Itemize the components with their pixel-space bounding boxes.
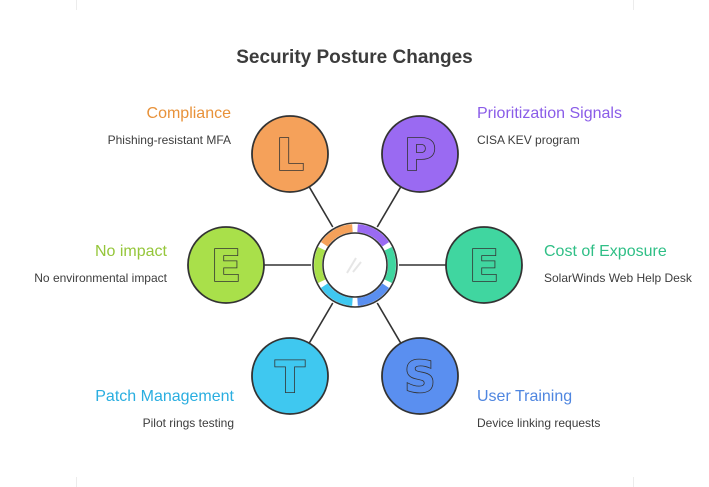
heading-cost-of-exposure: Cost of Exposure: [544, 243, 667, 260]
connector-compliance: [308, 186, 334, 228]
node-prioritization-signals: [381, 115, 459, 193]
heading-no-impact: No impact: [94, 243, 167, 260]
top-left-tick: [76, 0, 77, 10]
hub-segment-cyan: [321, 283, 353, 306]
top-right-tick: [633, 0, 634, 10]
bottom-left-tick: [76, 477, 77, 487]
node-compliance: [251, 115, 329, 193]
heading-compliance: Compliance: [146, 105, 231, 122]
heading-patch-management: Patch Management: [95, 388, 234, 405]
hub-segment-lime: [314, 247, 326, 283]
connector-user-training: [376, 302, 402, 344]
hub-outer-ring: [312, 222, 398, 308]
node-prioritization-signals-letter: P: [404, 130, 436, 181]
node-patch-management: [251, 337, 329, 415]
node-user-training-letter: S: [404, 352, 436, 403]
heading-user-training: User Training: [477, 388, 573, 405]
node-compliance-letter: L: [276, 130, 304, 181]
node-cost-of-exposure-letter: E: [469, 241, 499, 292]
hub-segment-blue: [357, 283, 389, 306]
hub-segment-orange: [321, 224, 353, 247]
detail-no-impact: No environmental impact: [34, 271, 167, 285]
node-no-impact: [187, 226, 265, 304]
hub-shine-mark: [346, 257, 362, 274]
detail-cost-of-exposure: SolarWinds Web Help Desk: [544, 271, 692, 285]
node-patch-management-letter: T: [275, 352, 305, 403]
hub-segment-green: [384, 247, 396, 283]
hub-segment-purple: [357, 224, 389, 247]
connector-patch-management: [308, 302, 334, 344]
detail-prioritization-signals: CISA KEV program: [477, 133, 580, 147]
node-cost-of-exposure: [445, 226, 523, 304]
hub-inner-circle: [322, 232, 388, 298]
heading-prioritization-signals: Prioritization Signals: [477, 105, 622, 122]
detail-patch-management: Pilot rings testing: [142, 416, 234, 430]
connector-prioritization-signals: [376, 186, 402, 228]
detail-compliance: Phishing-resistant MFA: [107, 133, 231, 147]
bottom-right-tick: [633, 477, 634, 487]
node-user-training: [381, 337, 459, 415]
node-no-impact-letter: E: [211, 241, 241, 292]
detail-user-training: Device linking requests: [477, 416, 601, 430]
diagram-title: Security Posture Changes: [236, 47, 473, 68]
